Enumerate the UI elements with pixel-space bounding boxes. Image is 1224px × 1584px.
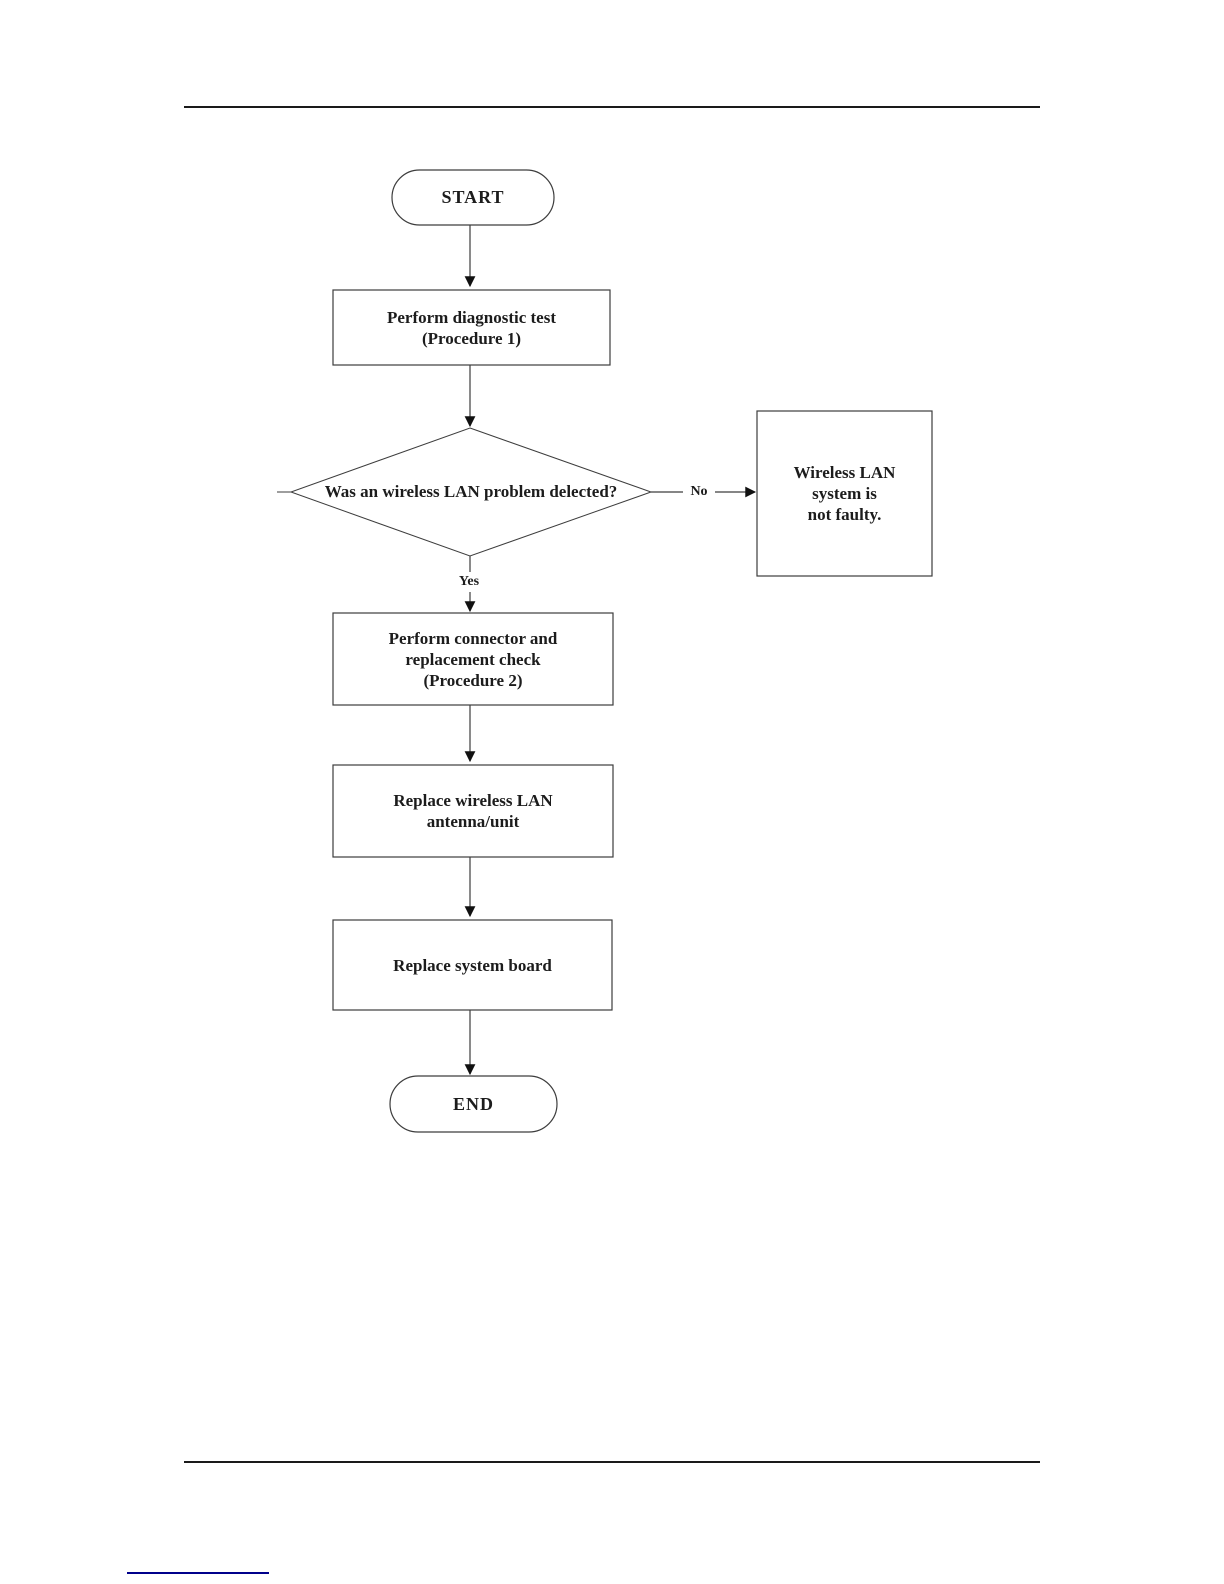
start-label: START [441, 187, 505, 207]
header-rule [184, 106, 1040, 108]
end-terminator-shape [389, 1075, 558, 1133]
decision-label: Was an wireless LAN problem delected? [324, 481, 618, 501]
connector-check-label: Perform connector and replacement check … [388, 628, 558, 690]
replace-board-box-shape [332, 919, 613, 1011]
footer-rule [184, 1461, 1040, 1463]
diagnostic-test-label: Perform diagnostic test (Procedure 1) [386, 307, 556, 348]
footer-link-underline[interactable] [127, 1572, 269, 1574]
not-faulty-label: Wireless LAN system is not faulty. [793, 463, 896, 524]
yes-edge-label: Yes [449, 572, 489, 592]
replace-antenna-label: Replace wireless LAN antenna/unit [393, 791, 553, 831]
connector-check-box-shape [332, 612, 614, 706]
replace-board-label: Replace system board [393, 955, 552, 975]
start-terminator-shape [391, 169, 555, 226]
not-faulty-box-shape [756, 410, 933, 577]
end-label: END [452, 1093, 494, 1114]
no-edge-label: No [683, 482, 715, 502]
replace-antenna-box-shape [332, 764, 614, 858]
diagnostic-test-box-shape [332, 289, 611, 366]
